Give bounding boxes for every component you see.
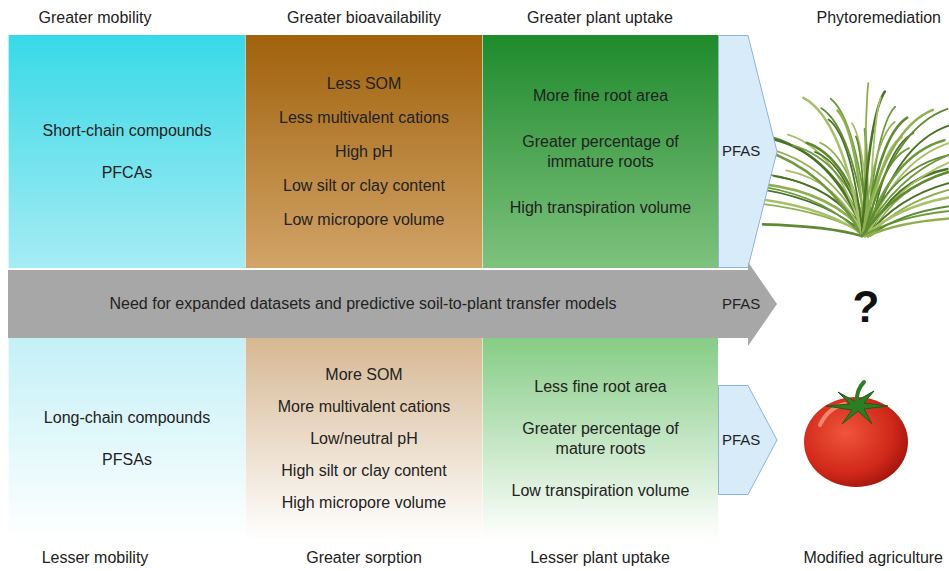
node-text: More SOM [325, 365, 402, 385]
grass-blade [862, 163, 949, 236]
node-text: Low micropore volume [284, 210, 445, 230]
node-text: Short-chain compounds [43, 121, 212, 141]
node-text: Greater percentage of mature roots [497, 419, 704, 459]
sorption-box: More SOM More multivalent cationsLow/neut… [245, 338, 482, 540]
column-footer: Lesser mobility [42, 549, 149, 567]
node-text: Low transpiration volume [512, 481, 690, 501]
node-text: Less fine root area [534, 377, 667, 397]
node-text: High transpiration volume [510, 198, 691, 218]
node-text: More multivalent cations [278, 397, 451, 417]
uptake-box: Less fine root areaGreater percentage of… [482, 338, 718, 540]
node-text: Long-chain compounds [44, 408, 210, 428]
node-text: Low/neutral pH [310, 429, 418, 449]
node-text: PFCAs [102, 163, 153, 183]
mobility-box: Short-chain compoundsPFCAs [8, 35, 245, 268]
node-text: High silt or clay content [281, 461, 446, 481]
research-band: Need for expanded datasets and predictiv… [8, 270, 718, 338]
column-header: Greater mobility [39, 9, 152, 27]
outcome-label: Phytoremediation [816, 9, 941, 27]
node-text: Need for expanded datasets and predictiv… [110, 294, 617, 314]
pfas-arrow: PFAS [718, 385, 778, 495]
grass-blade [763, 224, 862, 236]
grass-blade [865, 193, 949, 236]
node-text: More fine root area [533, 86, 668, 106]
node-text: High pH [335, 142, 393, 162]
node-text: Less SOM [327, 74, 402, 94]
pfas-arrow: PFAS [718, 35, 778, 268]
column-footer: Greater sorption [306, 549, 422, 567]
tomato-illustration [804, 382, 908, 487]
node-text: PFSAs [102, 450, 152, 470]
mobility-box: Long-chain compoundsPFSAs [8, 338, 245, 540]
node-text: Greater percentage of immature roots [497, 132, 704, 172]
grass-blade [863, 209, 949, 236]
node-text: Less multivalent cations [279, 108, 449, 128]
node-text: Low silt or clay content [283, 176, 445, 196]
grass-blade [821, 108, 867, 236]
bioavailability-box: Less SOM Less multivalent cationsHigh pH L… [245, 35, 482, 268]
arrow-label: PFAS [722, 142, 760, 161]
node-text: High micropore volume [282, 493, 447, 513]
column-header: Greater plant uptake [527, 9, 673, 27]
column-footer: Lesser plant uptake [530, 549, 670, 567]
arrow-label: PFAS [722, 295, 760, 314]
grass-blade [868, 217, 949, 236]
column-header: Greater bioavailability [287, 9, 441, 27]
pfas-arrow: PFAS [718, 270, 778, 338]
uptake-box: More fine root areaGreater percentage of… [482, 35, 718, 268]
arrow-label: PFAS [722, 431, 760, 450]
question-mark: ? [853, 282, 880, 332]
outcome-label: Modified agriculture [803, 549, 943, 567]
